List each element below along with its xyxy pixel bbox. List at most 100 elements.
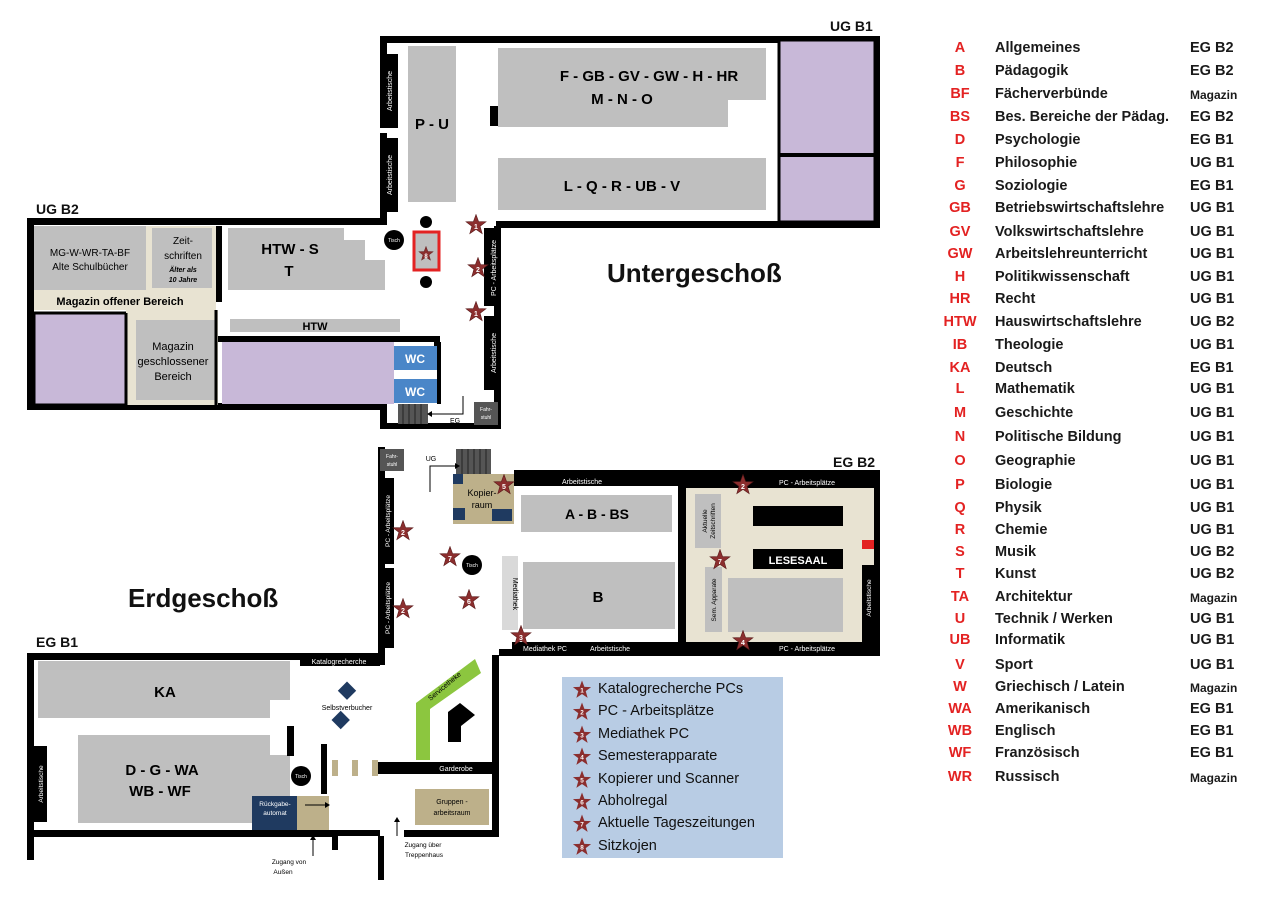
star-icon: 2 <box>572 702 592 721</box>
subject-name: Französisch <box>995 745 1080 761</box>
shelf-htw-s <box>228 228 344 290</box>
star-number: 6 <box>580 800 584 807</box>
subject-location: UG B1 <box>1190 522 1235 538</box>
subject-code: D <box>954 132 966 148</box>
magazine-room <box>777 38 877 224</box>
svg-text:Mediathek PC: Mediathek PC <box>523 646 567 653</box>
subject-name: Theologie <box>995 337 1064 353</box>
wall <box>496 221 880 228</box>
wall <box>492 655 499 837</box>
svg-text:Älter als: Älter als <box>168 266 197 274</box>
magazine-room <box>32 311 128 407</box>
star-number: 3 <box>580 733 584 740</box>
star-number: 1 <box>580 688 584 695</box>
shelf-pu <box>408 46 456 202</box>
subject-location: UG B1 <box>1190 291 1235 307</box>
wall <box>216 226 222 302</box>
svg-text:EG: EG <box>450 418 460 425</box>
subject-code: HTW <box>943 314 977 330</box>
svg-text:Tisch: Tisch <box>466 563 478 569</box>
magazin-offen <box>34 290 216 310</box>
floor-label-ug-b2: UG B2 <box>36 201 79 217</box>
subject-location: UG B1 <box>1190 453 1235 469</box>
subject-name: Deutsch <box>995 360 1053 376</box>
subject-code: L <box>955 381 965 397</box>
svg-text:Tisch: Tisch <box>295 774 307 780</box>
subject-code: WB <box>947 723 973 739</box>
label-lq: L - Q - R - UB - V <box>564 178 680 195</box>
shelf-lq <box>498 158 766 210</box>
svg-text:A - B - BS: A - B - BS <box>565 506 629 522</box>
subject-code: W <box>953 679 967 695</box>
star-icon: 6 <box>572 792 592 810</box>
subject-name: Architektur <box>995 589 1073 605</box>
svg-text:Mediathek: Mediathek <box>511 578 518 611</box>
floor-label-eg-b1: EG B1 <box>36 634 79 650</box>
subject-name: Fächerverbünde <box>995 86 1108 102</box>
svg-text:stuhl: stuhl <box>481 415 492 421</box>
elevator <box>380 449 404 471</box>
subject-location: EG B2 <box>1190 40 1234 56</box>
symbol-label: Kopierer und Scanner <box>598 770 740 787</box>
worktable-strip <box>380 54 398 128</box>
svg-text:B: B <box>593 589 604 606</box>
subject-name: Allgemeines <box>995 40 1081 56</box>
wall <box>404 830 498 837</box>
symbol-label: Aktuelle Tageszeitungen <box>598 815 755 832</box>
subject-name: Arbeitslehreunterricht <box>995 246 1148 262</box>
subject-location: EG B1 <box>1190 745 1234 761</box>
subject-location: UG B1 <box>1190 155 1235 171</box>
subject-location: UG B1 <box>1190 200 1235 216</box>
elevator <box>474 402 498 425</box>
symbol-label: Semesterapparate <box>598 748 718 765</box>
subject-name: Musik <box>995 544 1037 560</box>
pc-workstation-strip <box>484 228 501 306</box>
subject-code: R <box>954 522 966 538</box>
svg-text:3: 3 <box>519 635 523 642</box>
floor-title-untergeschoss: Untergeschoß <box>607 258 782 288</box>
svg-text:2: 2 <box>401 608 405 615</box>
room-mgw <box>34 226 146 290</box>
subject-code: A <box>954 40 966 56</box>
subject-name: Kunst <box>995 566 1037 582</box>
subject-code: BF <box>950 86 970 102</box>
svg-text:Magazin: Magazin <box>152 341 194 353</box>
subject-code: U <box>954 611 966 627</box>
svg-text:10 Jahre: 10 Jahre <box>169 277 198 284</box>
svg-text:Fahr-: Fahr- <box>386 454 398 460</box>
star-icon: 8 <box>572 837 592 855</box>
servicetheke <box>416 659 481 760</box>
subject-name: Amerikanisch <box>995 701 1091 717</box>
subject-name: Geschichte <box>995 405 1074 421</box>
floor-label-ug-b1: UG B1 <box>830 18 873 34</box>
wall <box>27 653 34 860</box>
label-arbeitstische: Arbeitstische <box>387 71 394 111</box>
subject-location: UG B1 <box>1190 246 1235 262</box>
svg-text:Aktuelle: Aktuelle <box>702 509 709 533</box>
subject-code: TA <box>950 589 970 605</box>
selbstverbucher-terminal <box>331 710 350 730</box>
lesesaal-table <box>753 506 843 526</box>
subject-code: N <box>954 429 966 445</box>
star-number: 8 <box>580 845 584 852</box>
subject-location: UG B1 <box>1190 500 1235 516</box>
subject-code: P <box>955 477 965 493</box>
pc-workstation-strip <box>380 568 394 648</box>
